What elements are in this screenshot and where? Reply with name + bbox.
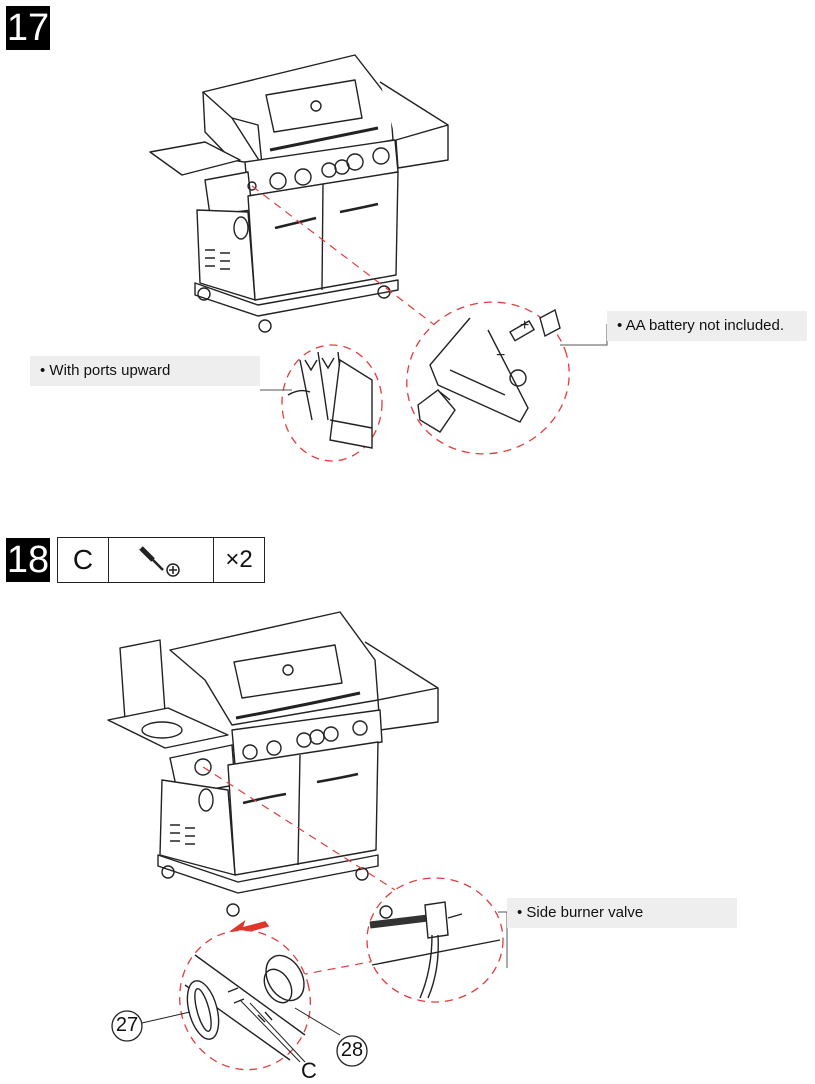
battery-detail: − + bbox=[406, 301, 570, 455]
wheels bbox=[197, 285, 391, 333]
knob-detail bbox=[111, 929, 368, 1071]
note-battery: • AA battery not included. bbox=[607, 311, 807, 341]
step-17-number: 17 bbox=[6, 6, 50, 50]
callout-c: C bbox=[301, 1058, 317, 1083]
battery-minus: − bbox=[496, 347, 505, 364]
step-18-number: 18 bbox=[6, 538, 50, 582]
ports-detail bbox=[281, 344, 383, 462]
note-side-burner-valve: • Side burner valve bbox=[507, 898, 737, 928]
cart-body bbox=[194, 171, 399, 317]
note-side-burner-valve-text: Side burner valve bbox=[526, 904, 644, 921]
note-battery-text: AA battery not included. bbox=[625, 317, 785, 334]
screw-icon bbox=[109, 538, 214, 582]
grill-lid bbox=[202, 54, 394, 166]
note-ports-upward-text: With ports upward bbox=[49, 362, 171, 379]
parts-table: C ×2 bbox=[57, 537, 265, 583]
callout-28: 28 bbox=[340, 1039, 364, 1061]
battery-plus: + bbox=[520, 317, 529, 334]
part-quantity: ×2 bbox=[225, 546, 253, 573]
callout-27: 27 bbox=[115, 1014, 139, 1036]
valve-detail bbox=[366, 877, 504, 1003]
note-ports-upward: • With ports upward bbox=[30, 356, 260, 386]
part-letter: C bbox=[58, 538, 109, 582]
